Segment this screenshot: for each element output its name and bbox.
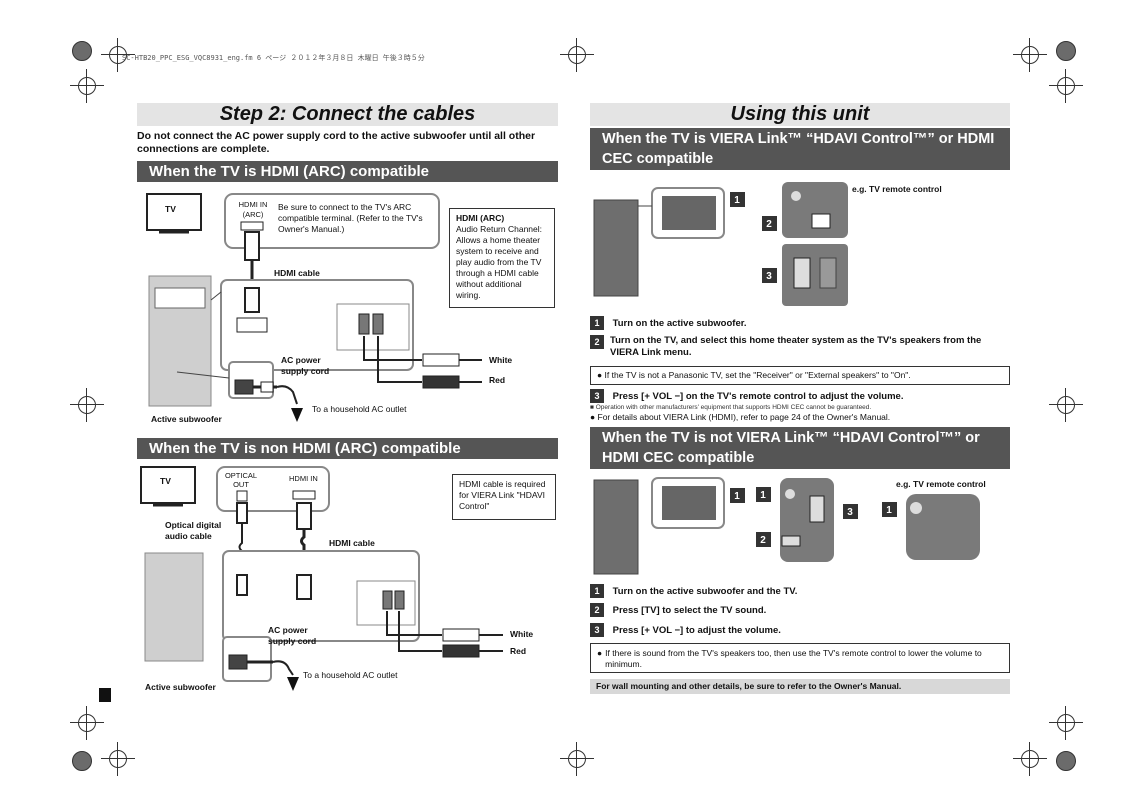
svg-text:1: 1 (760, 490, 766, 501)
fine-print-text: Operation with other manufacturers' equi… (595, 404, 872, 411)
red-plug-label-2: Red (510, 646, 527, 656)
not-viera-illustration: 1 1 2 3 1 e.g. TV remote control (590, 474, 1010, 582)
tv-label-2: TV (160, 476, 171, 486)
svg-text:2: 2 (766, 219, 772, 230)
viera-tip-text: If the TV is not a Panasonic TV, set the… (604, 370, 911, 380)
section-heading-non-hdmi-arc: When the TV is non HDMI (ARC) compatible (137, 438, 558, 459)
viera-step-3: 3 Press [+ VOL −] on the TV's remote con… (590, 389, 1008, 403)
tv-arc-note: Be sure to connect to the TV's ARC compa… (278, 202, 423, 234)
ac-cord-label: AC power supply cord (281, 355, 330, 376)
hdmi-required-note: HDMI cable is required for VIERA Link "H… (452, 474, 556, 520)
not-viera-illustration-art: 1 1 2 3 1 (593, 477, 980, 575)
registration-mark (70, 706, 104, 740)
active-subwoofer-label-2: Active subwoofer (145, 682, 216, 692)
registration-mark (1013, 38, 1047, 72)
section-heading-hdmi-arc: When the TV is HDMI (ARC) compatible (137, 161, 558, 182)
page-edge-marker (99, 688, 111, 702)
svg-text:1: 1 (886, 505, 892, 516)
hdmi-in-arc-label: HDMI IN (ARC) (238, 200, 268, 219)
not-viera-step-1: 1 Turn on the active subwoofer and the T… (590, 584, 1008, 598)
red-plug-label: Red (489, 375, 506, 385)
registration-mark (1049, 69, 1083, 103)
remote-example-label-2: e.g. TV remote control (896, 479, 986, 489)
not-viera-step-3: 3 Press [+ VOL −] to adjust the volume. (590, 623, 1008, 637)
white-plug-label-2: White (510, 629, 534, 639)
fine-print-bullet-icon: ■ (590, 404, 594, 411)
step-badge-3: 3 (590, 389, 604, 403)
active-subwoofer-label: Active subwoofer (151, 414, 222, 424)
hdmi-cable-label: HDMI cable (274, 268, 320, 278)
viera-details: ● For details about VIERA Link (HDMI), r… (590, 412, 890, 423)
registration-mark (101, 38, 135, 72)
registration-mark (70, 69, 104, 103)
hdmi-arc-info-box: HDMI (ARC) Audio Return Channel: Allows … (449, 208, 555, 308)
not-viera-step-2-text: Press [TV] to select the TV sound. (612, 605, 767, 616)
not-viera-tip-text: If there is sound from the TV's speakers… (605, 648, 982, 669)
ac-cord-label-2: AC power supply cord (268, 625, 317, 646)
step-badge-1: 1 (590, 584, 604, 598)
step-badge-1: 1 (590, 316, 604, 330)
viera-step-3-text: Press [+ VOL −] on the TV's remote contr… (612, 391, 904, 402)
registration-mark (1049, 706, 1083, 740)
section-heading-not-viera-link: When the TV is not VIERA Link™ “HDAVI Co… (590, 427, 1010, 469)
diagram-non-hdmi-arc: TV OPTICAL OUT HDMI IN Optical digital a… (137, 463, 558, 698)
fine-print: ■ Operation with other manufacturers' eq… (590, 404, 871, 411)
page-title-left: Step 2: Connect the cables (137, 103, 558, 126)
registration-mark (1049, 388, 1083, 422)
svg-text:3: 3 (766, 271, 772, 282)
svg-text:2: 2 (760, 535, 766, 546)
remote-example-label: e.g. TV remote control (852, 184, 942, 194)
hdmi-arc-info-text: Audio Return Channel: Allows a home thea… (456, 224, 543, 300)
diagram-hdmi-arc: TV HDMI IN (ARC) Be sure to connect to t… (137, 188, 558, 426)
svg-text:1: 1 (734, 195, 740, 206)
step-badge-3: 3 (590, 623, 604, 637)
footer-note: For wall mounting and other details, be … (590, 679, 1010, 694)
viera-tip-box: ● If the TV is not a Panasonic TV, set t… (590, 366, 1010, 385)
viera-link-illustration: 1 2 3 e.g. TV remote control (590, 180, 1010, 310)
svg-text:1: 1 (734, 491, 740, 502)
hdmi-in-label: HDMI IN (289, 474, 318, 483)
optical-cable-label: Optical digital audio cable (165, 520, 222, 541)
registration-mark (1013, 742, 1047, 776)
registration-mark (101, 742, 135, 776)
step-badge-2: 2 (590, 335, 604, 349)
white-plug-label: White (489, 355, 513, 365)
bullet-icon: ● (597, 370, 603, 380)
diagram-non-hdmi-arc-lines (140, 466, 503, 691)
viera-step-2: 2 Turn on the TV, and select this home t… (590, 335, 1008, 359)
registration-mark (560, 38, 594, 72)
step-badge-2: 2 (590, 603, 604, 617)
svg-text:3: 3 (847, 507, 853, 518)
print-mark-disc (72, 41, 92, 61)
registration-mark (70, 388, 104, 422)
file-header-line: SC-HTB20_PPC_ESG_VQC8931_eng.fm 6 ページ ２０… (122, 54, 425, 62)
not-viera-step-1-text: Turn on the active subwoofer and the TV. (612, 586, 798, 597)
registration-mark (560, 742, 594, 776)
page-title-right: Using this unit (590, 103, 1010, 126)
viera-details-text: For details about VIERA Link (HDMI), ref… (597, 412, 891, 422)
hdmi-cable-label-2: HDMI cable (329, 538, 375, 548)
bullet-icon: ● (597, 648, 603, 658)
viera-link-illustration-art: 1 2 3 (593, 182, 848, 306)
outlet-label: To a household AC outlet (312, 404, 407, 414)
section-heading-viera-link: When the TV is VIERA Link™ “HDAVI Contro… (590, 128, 1010, 170)
print-mark-disc (1056, 41, 1076, 61)
diagram-hdmi-arc-lines (146, 193, 482, 422)
not-viera-step-2: 2 Press [TV] to select the TV sound. (590, 603, 1008, 617)
viera-step-1: 1 Turn on the active subwoofer. (590, 316, 1008, 330)
tv-label: TV (165, 204, 176, 214)
print-mark-disc (1056, 751, 1076, 771)
bullet-icon: ● (590, 412, 596, 422)
warning-text: Do not connect the AC power supply cord … (137, 130, 536, 155)
outlet-label-2: To a household AC outlet (303, 670, 398, 680)
print-mark-disc (72, 751, 92, 771)
hdmi-arc-info-title: HDMI (ARC) (456, 213, 505, 223)
not-viera-step-3-text: Press [+ VOL −] to adjust the volume. (612, 625, 781, 636)
viera-step-1-text: Turn on the active subwoofer. (612, 318, 747, 329)
not-viera-tip-box: ● If there is sound from the TV's speake… (590, 643, 1010, 673)
viera-step-2-text: Turn on the TV, and select this home the… (610, 335, 982, 358)
optical-out-label: OPTICAL OUT (224, 471, 258, 489)
